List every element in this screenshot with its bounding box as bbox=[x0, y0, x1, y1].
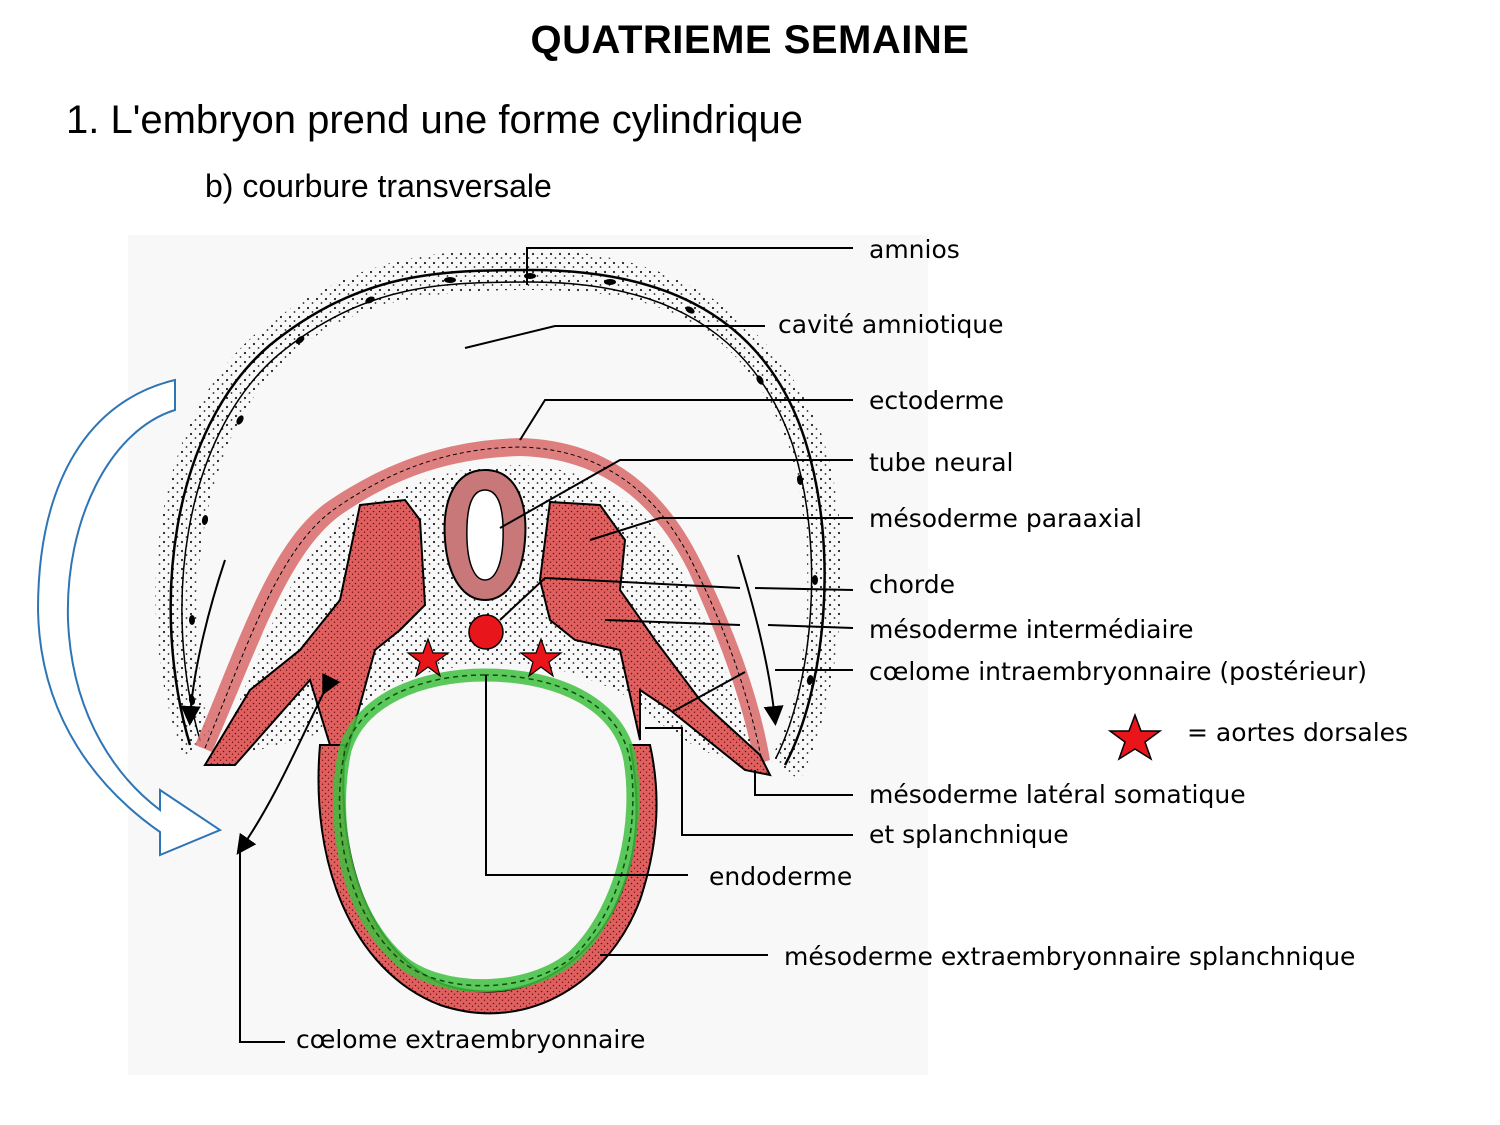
label-ectoderme: ectoderme bbox=[869, 386, 1004, 415]
heading-sub: b) courbure transversale bbox=[205, 168, 552, 204]
leader-lateral bbox=[754, 770, 853, 796]
label-coelome-extraembryonnaire: cœlome extraembryonnaire bbox=[296, 1025, 645, 1054]
label-endoderme: endoderme bbox=[709, 862, 852, 891]
leader-endoderme bbox=[485, 675, 688, 876]
coelom-arrow bbox=[236, 673, 341, 855]
leader-intermediaire-2 bbox=[767, 624, 854, 629]
mesoderm-right bbox=[538, 500, 772, 777]
dorsal-aorta-right bbox=[519, 637, 563, 678]
leader-cavite bbox=[464, 325, 765, 349]
label-cavite-amniotique: cavité amniotique bbox=[778, 310, 1004, 339]
leader-ectoderme bbox=[519, 399, 853, 441]
leader-lines bbox=[239, 247, 854, 1043]
inner-arrow-left bbox=[180, 559, 226, 726]
label-tube-neural: tube neural bbox=[869, 448, 1013, 477]
label-mesoderme-intermediaire: mésoderme intermédiaire bbox=[869, 615, 1194, 644]
leader-chorde bbox=[499, 576, 741, 621]
amnion-membrane-inner bbox=[181, 281, 813, 759]
leader-coelome-extra bbox=[239, 850, 285, 1043]
label-chorde: chorde bbox=[869, 570, 955, 599]
notochord bbox=[468, 614, 504, 650]
leader-tube bbox=[499, 459, 853, 529]
legend-star bbox=[1107, 712, 1163, 761]
leader-coelome-intra bbox=[671, 671, 746, 713]
amnion-membrane bbox=[169, 268, 826, 766]
neural-tube bbox=[443, 468, 527, 602]
endoderm-cells bbox=[338, 674, 634, 987]
heading-main: 1. L'embryon prend une forme cylindrique bbox=[66, 98, 803, 142]
folding-arrow bbox=[36, 378, 223, 857]
leader-intermediaire bbox=[604, 619, 741, 626]
inner-arrow-right bbox=[737, 554, 784, 726]
leader-amnios bbox=[526, 247, 853, 285]
label-mesoderme-lateral: mésoderme latéral somatique bbox=[869, 780, 1246, 809]
label-amnios: amnios bbox=[869, 235, 960, 264]
legend-aortes-dorsales: = aortes dorsales bbox=[1187, 718, 1408, 747]
label-et-splanchnique: et splanchnique bbox=[869, 820, 1069, 849]
dorsal-aorta-left bbox=[406, 637, 450, 678]
leader-paraaxial bbox=[589, 517, 853, 541]
dorsal-aorta-stars bbox=[406, 637, 563, 678]
label-mesoderme-paraaxial: mésoderme paraaxial bbox=[869, 504, 1142, 533]
slide-title: QUATRIEME SEMAINE bbox=[530, 18, 970, 62]
amnion-nuclei bbox=[188, 273, 818, 705]
label-coelome-intraembryonnaire: cœlome intraembryonnaire (postérieur) bbox=[869, 657, 1367, 686]
leader-chorde-2 bbox=[754, 587, 854, 591]
leader-splanchnique bbox=[645, 727, 853, 836]
ectoderm-cells bbox=[204, 446, 763, 763]
label-mesoderme-extraembryonnaire: mésoderme extraembryonnaire splanchnique bbox=[784, 942, 1355, 971]
